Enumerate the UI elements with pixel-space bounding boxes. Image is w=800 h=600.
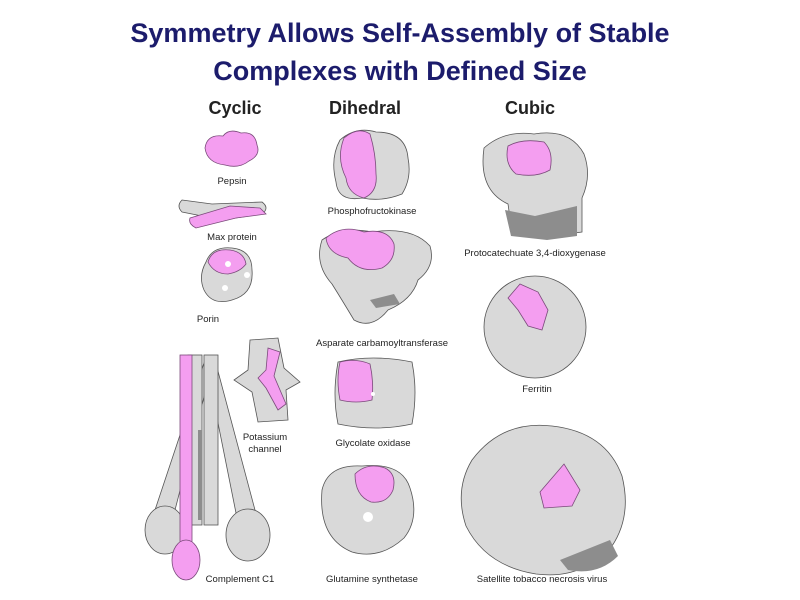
- label-glutamine-synthetase: Glutamine synthetase: [326, 574, 418, 585]
- header-cyclic: Cyclic: [208, 98, 261, 118]
- label-potassium-channel-2: channel: [248, 444, 281, 455]
- label-pepsin: Pepsin: [217, 176, 246, 187]
- satellite-tobacco-necrosis-virus-structure: [460, 424, 626, 576]
- glycolate-oxidase-structure: [334, 357, 416, 429]
- label-complement-c1: Complement C1: [206, 574, 275, 585]
- label-satellite-tobacco-necrosis-virus: Satellite tobacco necrosis virus: [477, 574, 608, 585]
- label-phosphofructokinase: Phosphofructokinase: [328, 206, 417, 217]
- protocatechuate-dioxygenase-structure: [482, 132, 588, 240]
- header-dihedral: Dihedral: [329, 98, 401, 118]
- label-glycolate-oxidase: Glycolate oxidase: [336, 438, 411, 449]
- glutamine-synthetase-structure: [321, 465, 415, 555]
- label-aspartate-carbamoyltransferase: Asparate carbamoyltransferase: [316, 338, 448, 349]
- pepsin-structure: [204, 130, 259, 167]
- header-cubic: Cubic: [505, 98, 555, 118]
- phosphofructokinase-structure: [333, 129, 410, 200]
- slide-title: Symmetry Allows Self-Assembly of Stable …: [0, 14, 800, 90]
- label-max-protein: Max protein: [207, 232, 257, 243]
- potassium-channel-structure: [233, 337, 301, 423]
- max-protein-structure: [178, 199, 267, 229]
- label-protocatechuate-dioxygenase: Protocatechuate 3,4-dioxygenase: [464, 248, 606, 259]
- title-line-1: Symmetry Allows Self-Assembly of Stable: [130, 18, 670, 48]
- label-potassium-channel-1: Potassium: [243, 432, 287, 443]
- title-line-2: Complexes with Defined Size: [213, 56, 587, 86]
- ferritin-structure: [483, 275, 587, 379]
- aspartate-carbamoyltransferase-structure: [319, 228, 432, 324]
- complement-c1-structure: [144, 354, 271, 581]
- label-ferritin: Ferritin: [522, 384, 552, 395]
- porin-structure: [201, 247, 253, 303]
- label-porin: Porin: [197, 314, 219, 325]
